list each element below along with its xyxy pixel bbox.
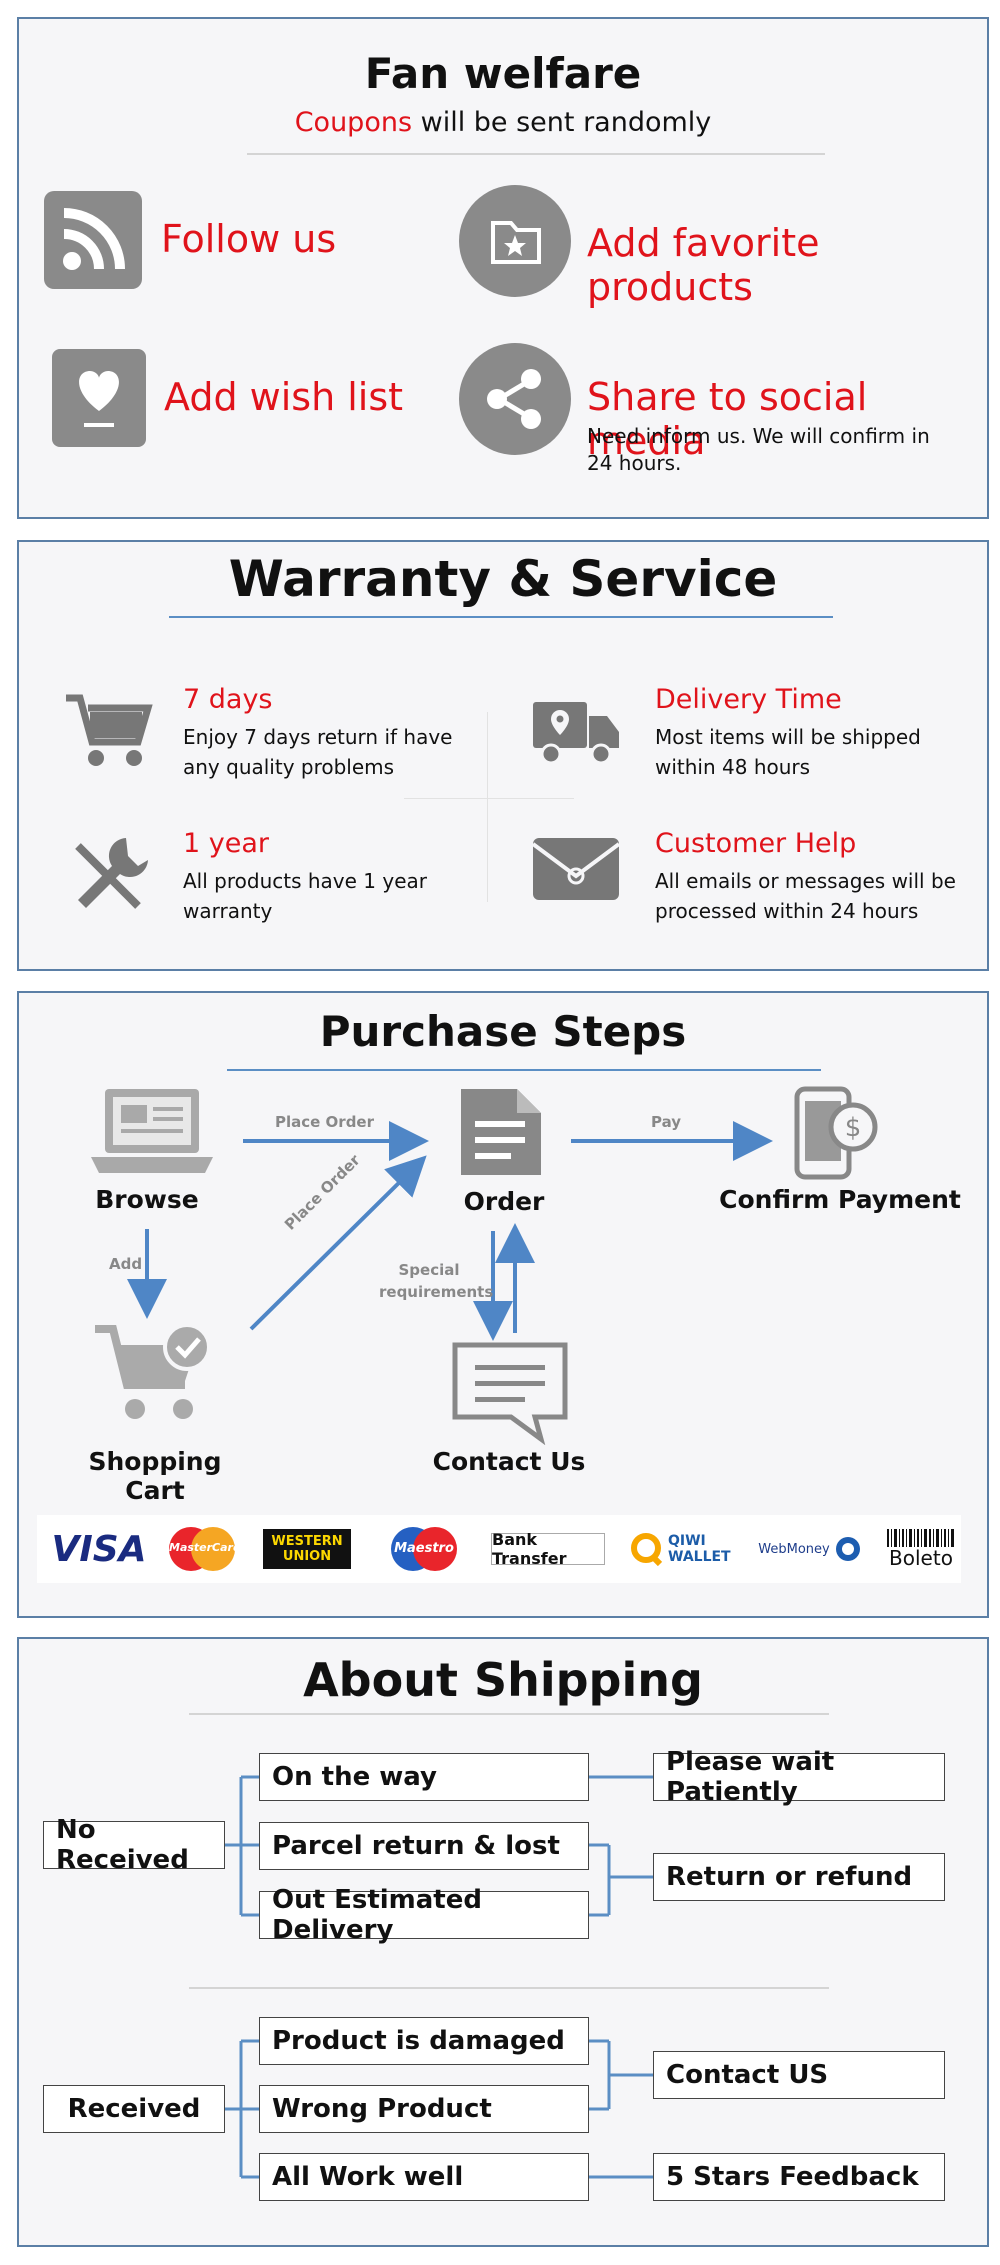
received-box: Received [43, 2085, 225, 2133]
node-confirm-payment: Confirm Payment [719, 1185, 961, 1214]
node-browse: Browse [95, 1185, 199, 1214]
rss-icon [44, 191, 142, 289]
divider [189, 1713, 829, 1715]
heart-icon [52, 349, 146, 447]
divider [227, 1069, 821, 1071]
on-the-way-box: On the way [259, 1753, 589, 1801]
warranty-help-title: Customer Help [655, 828, 857, 859]
add-favorite-label[interactable]: Add favorite products [587, 221, 820, 309]
boleto-logo: Boleto [883, 1523, 959, 1575]
warranty-1year-desc: All products have 1 year warranty [183, 869, 427, 923]
purchase-title: Purchase Steps [319, 1007, 687, 1056]
share-social-label[interactable]: Share to social media [587, 375, 868, 463]
five-stars-box: 5 Stars Feedback [653, 2153, 945, 2201]
maestro-logo: Maestro [387, 1525, 461, 1573]
follow-us-label[interactable]: Follow us [161, 217, 337, 261]
about-shipping-panel: About Shipping No Received On the way Pa… [17, 1637, 989, 2247]
all-work-well-box: All Work well [259, 2153, 589, 2201]
divider [169, 616, 833, 618]
node-shopping-cart: Shopping Cart [88, 1447, 222, 1505]
maestro-text: Maestro [394, 1541, 454, 1556]
bank-transfer-logo: Bank Transfer [491, 1530, 605, 1568]
webmoney-text: WebMoney [758, 1541, 830, 1557]
mastercard-logo: MasterCard [165, 1525, 241, 1573]
please-wait-box: Please wait Patiently [653, 1747, 945, 1807]
payment-methods-strip: VISA MasterCard WESTERN UNION Maestro Ba… [37, 1515, 961, 1583]
purchase-steps-panel: Purchase Steps Place Order Pay Add Place… [17, 991, 989, 1618]
share-icon [459, 343, 571, 455]
coupons-highlight: Coupons [294, 107, 413, 138]
shipping-title: About Shipping [303, 1653, 703, 1707]
document-icon [459, 1087, 543, 1177]
product-damaged-box: Product is damaged [259, 2017, 589, 2065]
contact-us-box: Contact US [653, 2051, 945, 2099]
cart-icon [64, 692, 154, 772]
flow-arrows [127, 1121, 773, 1341]
return-refund-box: Return or refund [653, 1853, 945, 1901]
laptop-icon [89, 1087, 215, 1177]
qiwi-logo: QIWI WALLET [627, 1525, 731, 1573]
edge-label-place-order: Place Order [275, 1113, 375, 1131]
subtitle-rest: will be sent randomly [412, 107, 712, 138]
edge-label-special: Special requirements [379, 1261, 494, 1301]
warranty-delivery-desc: Most items will be shipped within 48 hou… [655, 725, 921, 779]
edge-label-pay: Pay [651, 1113, 682, 1131]
share-note: Need inform us. We will confirm in 24 ho… [587, 424, 930, 475]
svg-text:$: $ [845, 1113, 862, 1143]
truck-icon [531, 692, 621, 768]
phone-payment-icon: $ [789, 1085, 881, 1181]
out-estimated-box: Out Estimated Delivery [259, 1885, 589, 1945]
edge-label-add: Add [109, 1255, 143, 1273]
add-wish-list-label[interactable]: Add wish list [164, 375, 404, 419]
node-contact-us: Contact Us [432, 1447, 586, 1476]
parcel-return-box: Parcel return & lost [259, 1822, 589, 1870]
node-order: Order [463, 1187, 545, 1216]
warranty-7days-desc: Enjoy 7 days return if have any quality … [183, 725, 453, 779]
chat-bubble-icon [451, 1341, 569, 1445]
warranty-help-desc: All emails or messages will be processed… [655, 869, 956, 923]
warranty-panel: Warranty & Service 7 days Enjoy 7 days r… [17, 540, 989, 971]
warranty-title: Warranty & Service [228, 550, 778, 608]
warranty-1year-title: 1 year [183, 828, 269, 859]
warranty-7days-title: 7 days [183, 684, 273, 715]
western-union-logo: WESTERN UNION [263, 1529, 351, 1569]
cart-check-icon [93, 1321, 217, 1425]
divider-vertical [487, 712, 488, 902]
envelope-icon [531, 834, 621, 904]
divider [247, 153, 825, 155]
folder-star-icon [459, 185, 571, 297]
fan-welfare-subtitle: Coupons will be sent randomly [19, 107, 987, 138]
divider-horizontal [404, 798, 574, 799]
wrong-product-box: Wrong Product [259, 2085, 589, 2133]
tools-icon [64, 832, 154, 922]
visa-logo: VISA [51, 1528, 147, 1570]
received-label: Received [67, 2094, 201, 2124]
divider-middle [189, 1987, 829, 1989]
fan-welfare-panel: Fan welfare Coupons will be sent randoml… [17, 17, 989, 519]
no-received-box: No Received [43, 1815, 225, 1875]
warranty-delivery-title: Delivery Time [655, 684, 842, 715]
qiwi-text: QIWI WALLET [668, 1533, 731, 1565]
fan-welfare-title: Fan welfare [364, 49, 642, 98]
boleto-text: Boleto [889, 1546, 953, 1570]
shipping-connectors [225, 1775, 653, 2179]
webmoney-logo: WebMoney [753, 1529, 867, 1569]
mastercard-text: MasterCard [169, 1541, 241, 1554]
